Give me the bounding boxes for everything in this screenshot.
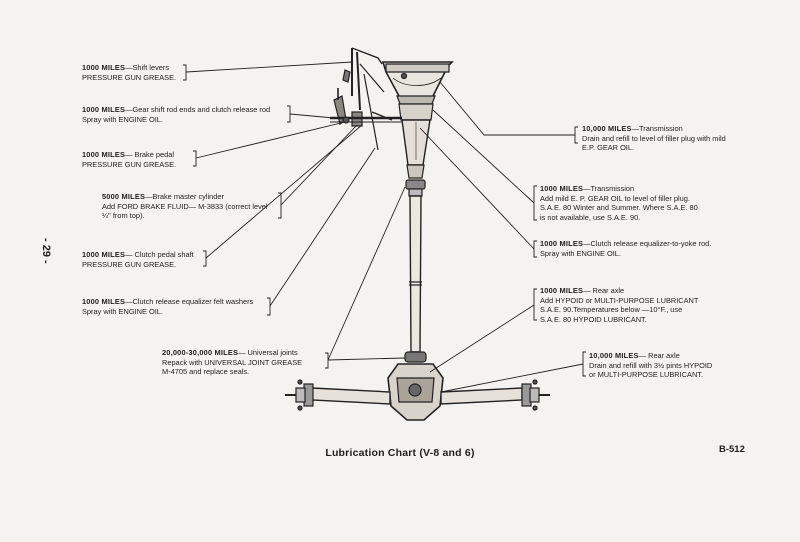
leader-clutch-pedal [203,124,363,267]
chart-caption: Lubrication Chart (V-8 and 6) [325,447,475,459]
callout-rear-axle-10000: 10,000 MILES— Rear axle Drain and refill… [589,351,713,380]
driveshaft-tube [409,195,422,353]
callout-brake-pedal: 1000 MILES— Brake pedal PRESSURE GUN GRE… [82,150,177,169]
callout-brake-master-cylinder: 5000 MILES—Brake master cylinder Add FOR… [102,192,268,221]
leader-brake-master [278,124,358,219]
leader-rear-axle-1000 [429,288,537,373]
leader-transmission-1000 [432,109,537,221]
front-universal-joint [405,179,426,190]
callout-transmission-1000: 1000 MILES—Transmission Add mild E. P. G… [540,184,698,222]
leader-gear-shift-rod [287,105,335,123]
leader-brake-pedal [193,121,346,167]
leader-rear-axle-10000 [440,351,586,393]
callout-rear-axle-1000: 1000 MILES— Rear axle Add HYPOID or MULT… [540,286,699,324]
callout-shift-levers: 1000 MILES—Shift levers PRESSURE GUN GRE… [82,63,177,82]
rear-axle-housing [311,387,391,405]
callout-clutch-pedal-shaft: 1000 MILES— Clutch pedal shaft PRESSURE … [82,250,194,269]
leader-transmission-10000 [439,81,578,144]
callout-gear-shift-rod: 1000 MILES—Gear shift rod ends and clutc… [82,105,271,124]
callout-universal-joints: 20,000-30,000 MILES— Universal joints Re… [162,348,303,377]
leader-shift-levers [183,61,353,81]
page-code: B-512 [719,444,745,455]
callout-clutch-felt-washers: 1000 MILES—Clutch release equalizer felt… [82,297,254,316]
callout-transmission-10000: 10,000 MILES—Transmission Drain and refi… [582,124,726,153]
rear-universal-joint [404,351,427,363]
callout-clutch-equalizer-yoke: 1000 MILES—Clutch release equalizer-to-y… [540,239,712,258]
leader-universal-joints [325,186,406,369]
leader-equalizer-yoke [419,127,537,258]
leader-felt-washers [267,147,376,316]
